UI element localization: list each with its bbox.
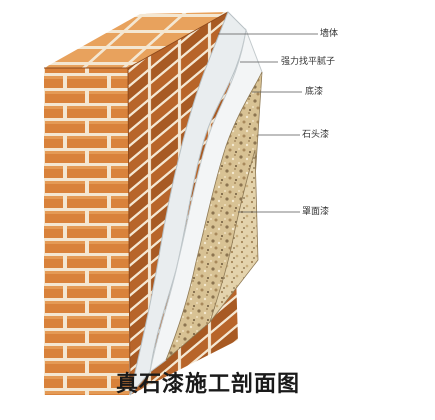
topcoat-layer: [209, 149, 259, 323]
brick-wall-front: [44, 68, 130, 395]
label-primer: 底漆: [305, 87, 324, 97]
putty-layer: [129, 11, 247, 396]
leader-lines: [218, 33, 318, 213]
label-putty: 强力找平腻子: [281, 57, 336, 67]
brick-wall-top: [44, 12, 228, 68]
diagram-caption: 真石漆施工剖面图: [116, 372, 301, 397]
label-topcoat: 罩面漆: [302, 207, 330, 217]
label-stone-paint: 石头漆: [302, 130, 330, 140]
label-wall: 墙体: [320, 29, 339, 39]
